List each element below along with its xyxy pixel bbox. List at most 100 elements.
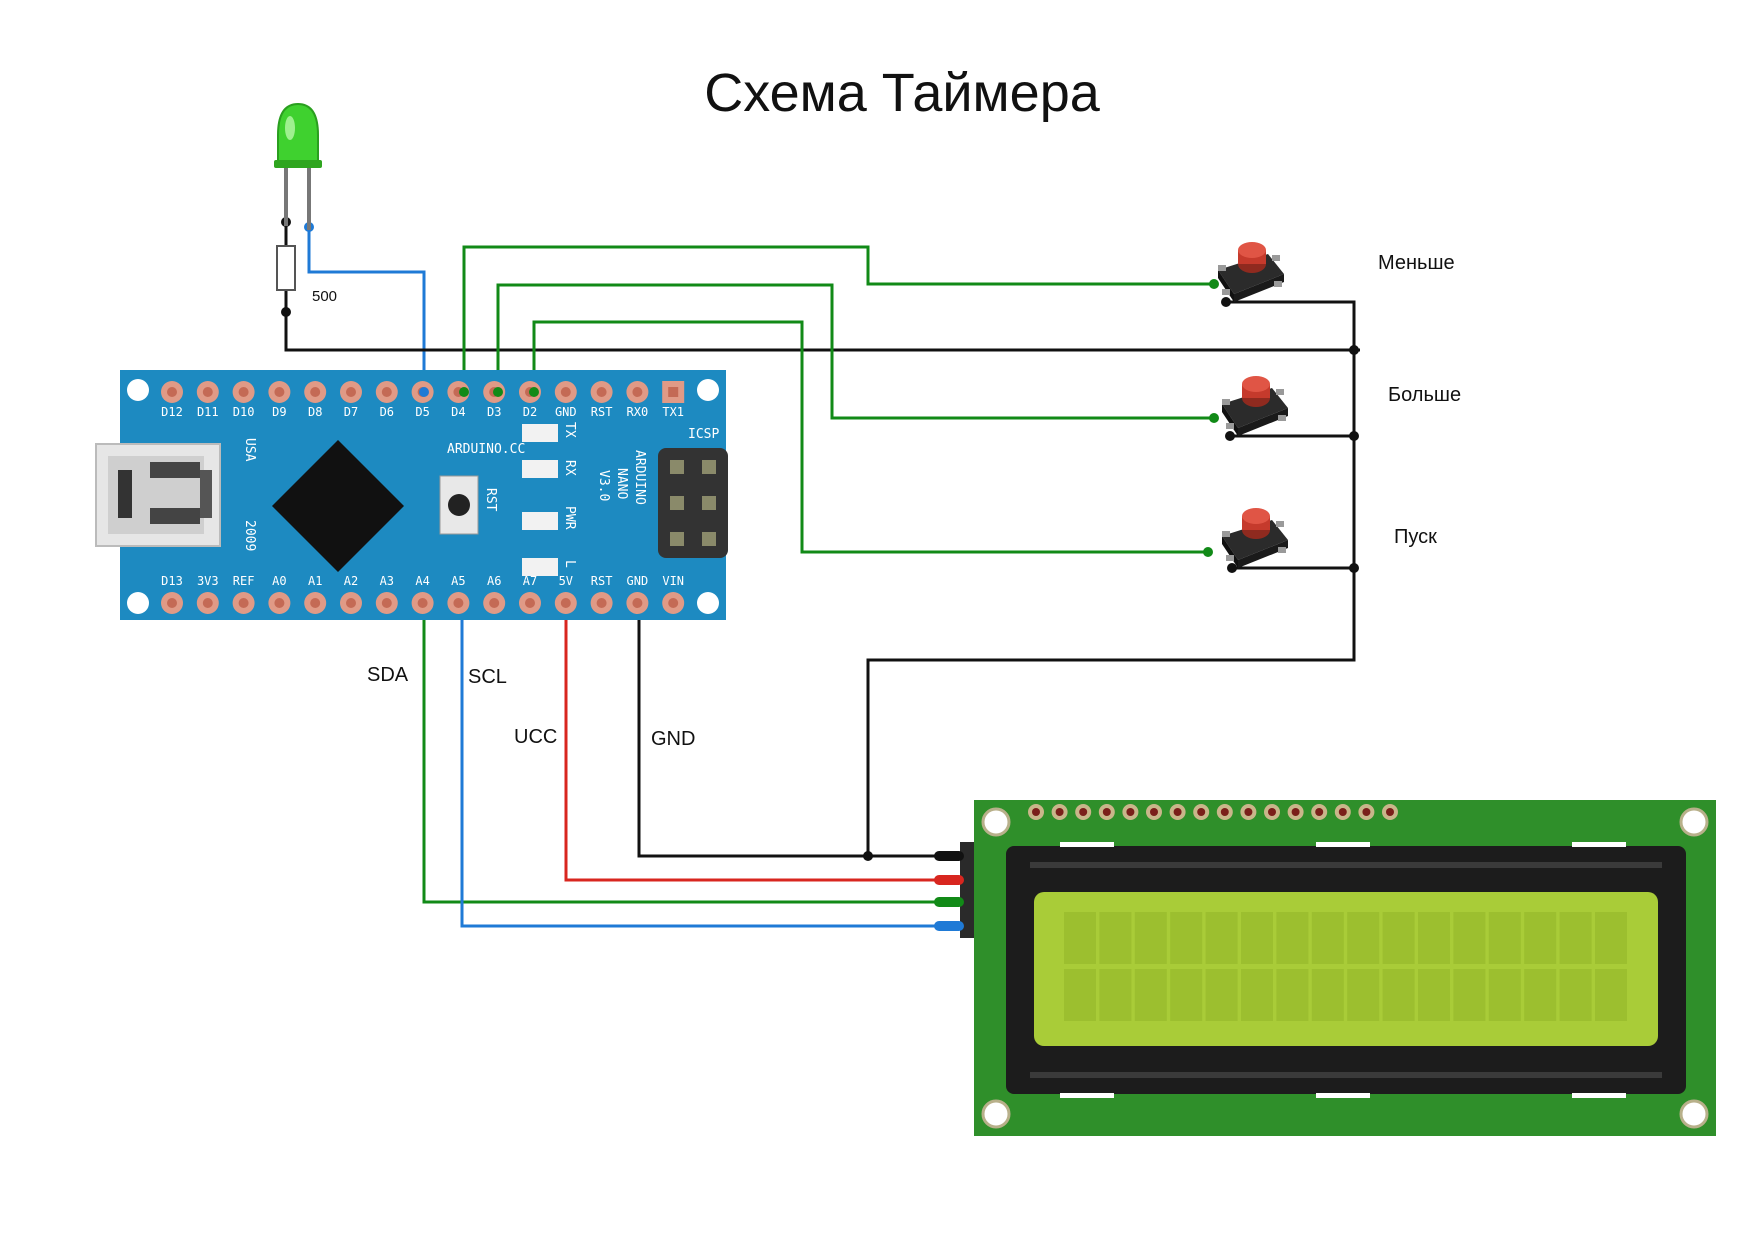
pin-label-top-d6-6: D6 xyxy=(380,405,394,419)
wire-label-vcc: UCC xyxy=(514,726,558,748)
pin-label-top-d3-9: D3 xyxy=(487,405,501,419)
board-led-tx-label: TX xyxy=(562,422,577,438)
lcd-char-cell xyxy=(1347,912,1380,964)
pin-dot-d3 xyxy=(493,387,503,397)
i2c-pin-sda xyxy=(934,897,964,907)
pin-label-top-rx0-13: RX0 xyxy=(627,405,649,419)
pin-label-bottom-a7-10: A7 xyxy=(523,574,537,588)
junction-gnd-less xyxy=(1349,345,1359,355)
lcd-char-cell xyxy=(1276,969,1309,1021)
wire-led-d5 xyxy=(307,227,426,392)
pin-label-top-d7-5: D7 xyxy=(344,405,358,419)
pin-label-bottom-a4-7: A4 xyxy=(415,574,429,588)
mcu-chip-icon xyxy=(272,440,404,572)
pin-label-bottom-vin-14: VIN xyxy=(662,574,684,588)
board-country-label: USA xyxy=(242,438,257,462)
pin-dot-d4 xyxy=(459,387,469,397)
board-model-line-3: V3.0 xyxy=(596,470,611,501)
lcd-char-cell xyxy=(1347,969,1380,1021)
button-dot-start-gnd xyxy=(1227,563,1237,573)
junction-rail xyxy=(281,307,291,317)
wire-scl-lcd xyxy=(460,608,940,928)
pin-label-bottom-5v-11: 5V xyxy=(559,574,573,588)
lcd-char-cell xyxy=(1559,912,1592,964)
board-led-pwr-label: PWR xyxy=(562,506,577,530)
wire-vcc-lcd xyxy=(564,608,940,882)
pin-label-top-d5-7: D5 xyxy=(415,405,429,419)
junction-lcd-gnd xyxy=(863,851,873,861)
pin-label-top-d8-4: D8 xyxy=(308,405,322,419)
wire-label-sda: SDA xyxy=(367,664,409,686)
lcd-char-cell xyxy=(1099,912,1132,964)
board-year-label: 2009 xyxy=(242,520,257,551)
diagram-title: Схема Таймера xyxy=(704,63,1100,123)
pin-label-bottom-rst-12: RST xyxy=(591,574,613,588)
button-dot-more-signal xyxy=(1209,413,1219,423)
pin-label-top-d2-10: D2 xyxy=(523,405,537,419)
wire-resistor-gnd xyxy=(284,290,1360,352)
pin-label-bottom-ref-2: REF xyxy=(233,574,255,588)
board-model-line-1: ARDUINO xyxy=(632,450,647,505)
lcd-char-cell xyxy=(1488,912,1521,964)
lcd-1602-module xyxy=(934,800,1716,1136)
rx-led-icon xyxy=(522,460,558,478)
lcd-char-cell xyxy=(1524,912,1557,964)
lcd-char-cell xyxy=(1453,912,1486,964)
lcd-char-cell xyxy=(1453,969,1486,1021)
pin-label-bottom-a0-3: A0 xyxy=(272,574,286,588)
lcd-char-cell xyxy=(1205,969,1238,1021)
resistor-label: 500 xyxy=(312,288,338,305)
lcd-char-cell xyxy=(1382,912,1415,964)
pin-label-bottom-a6-9: A6 xyxy=(487,574,501,588)
lcd-char-cell xyxy=(1559,969,1592,1021)
junction-gnd-start xyxy=(1349,563,1359,573)
lcd-char-cell xyxy=(1595,912,1627,964)
pin-label-top-d9-3: D9 xyxy=(272,405,286,419)
button-dot-less-gnd xyxy=(1221,297,1231,307)
lcd-char-cell xyxy=(1064,969,1096,1021)
pin-label-bottom-a1-4: A1 xyxy=(308,574,322,588)
pin-label-bottom-a5-8: A5 xyxy=(451,574,465,588)
lcd-char-cell xyxy=(1311,969,1344,1021)
push-button-start[interactable] xyxy=(1222,508,1288,568)
board-led-l-label: L xyxy=(562,560,577,568)
wire-d3-more xyxy=(496,283,1214,420)
i2c-connector xyxy=(960,842,974,938)
lcd-char-cell xyxy=(1099,969,1132,1021)
lcd-char-cell xyxy=(1418,912,1450,964)
wire-sda-lcd xyxy=(422,608,940,904)
push-button-less[interactable] xyxy=(1218,242,1284,302)
pin-label-bottom-a3-6: A3 xyxy=(380,574,394,588)
lcd-char-cell xyxy=(1276,912,1309,964)
lcd-char-cell xyxy=(1134,912,1167,964)
l-led-icon xyxy=(522,558,558,576)
board-model-line-2: NANO xyxy=(614,468,629,499)
lcd-char-cell xyxy=(1241,969,1273,1021)
resistor-icon xyxy=(276,245,296,291)
pin-label-top-tx1-14: TX1 xyxy=(662,405,684,419)
lcd-char-cell xyxy=(1064,912,1096,964)
wire-label-gnd: GND xyxy=(651,728,696,750)
pin-label-top-rst-12: RST xyxy=(591,405,613,419)
lcd-char-cell xyxy=(1382,969,1415,1021)
board-led-rx-label: RX xyxy=(562,460,577,476)
led-component xyxy=(274,102,322,230)
pin-label-bottom-d13-0: D13 xyxy=(161,574,183,588)
tx-led-icon xyxy=(522,424,558,442)
i2c-pin-scl xyxy=(934,921,964,931)
lcd-char-cell xyxy=(1595,969,1627,1021)
board-site-label: ARDUINO.CC xyxy=(447,442,525,457)
push-button-more[interactable] xyxy=(1222,376,1288,436)
lcd-char-cell xyxy=(1418,969,1450,1021)
lcd-char-cell xyxy=(1241,912,1273,964)
lcd-char-cell xyxy=(1488,969,1521,1021)
lcd-char-cell xyxy=(1134,969,1167,1021)
button-dot-less-signal xyxy=(1209,279,1219,289)
wire-label-scl: SCL xyxy=(468,666,507,688)
button-label-more: Больше xyxy=(1388,384,1462,406)
pin-label-bottom-a2-5: A2 xyxy=(344,574,358,588)
pin-label-top-d4-8: D4 xyxy=(451,405,465,419)
junction-gnd-more xyxy=(1349,431,1359,441)
pin-label-top-d10-2: D10 xyxy=(233,405,255,419)
